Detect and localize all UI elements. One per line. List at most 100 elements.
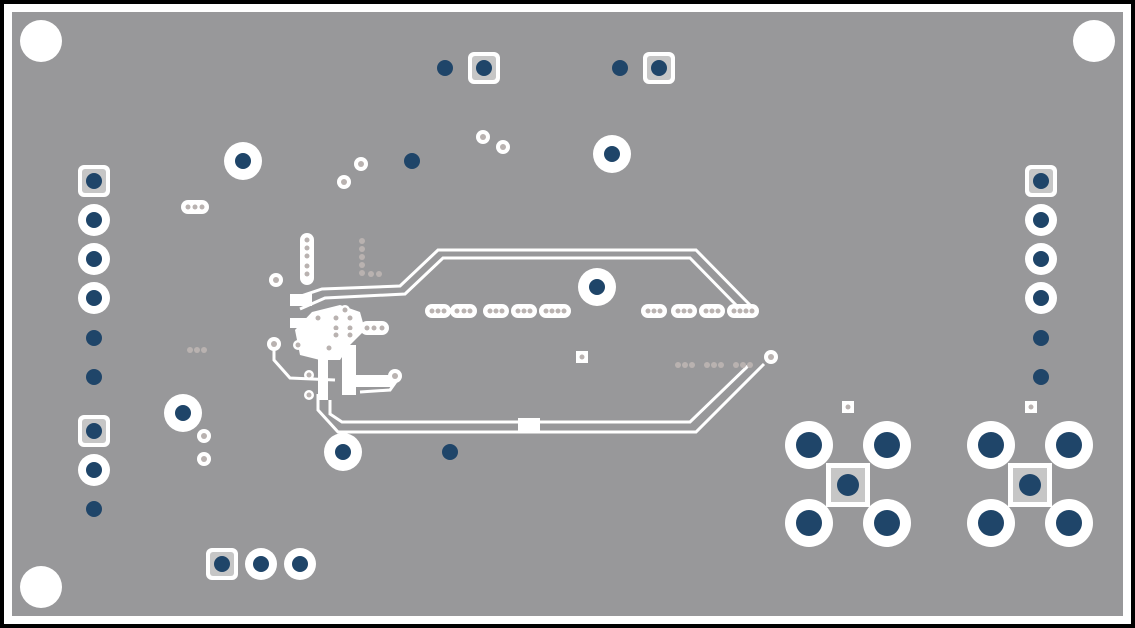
small-via	[359, 262, 365, 268]
header-pad-drill	[86, 212, 102, 228]
small-via	[467, 308, 473, 314]
square-pad-drill	[651, 60, 667, 76]
small-via	[521, 308, 527, 314]
small-via	[543, 308, 549, 314]
small-via	[704, 362, 710, 368]
via	[442, 444, 458, 460]
connector-ground-drill	[1056, 432, 1082, 458]
small-via	[376, 271, 382, 277]
small-via	[441, 308, 447, 314]
test-pad-drill	[845, 404, 851, 410]
small-via	[461, 308, 467, 314]
small-via	[718, 362, 724, 368]
small-via	[347, 325, 353, 331]
through-hole-drill	[235, 153, 251, 169]
trace-bottom-inner	[328, 362, 752, 424]
through-hole-drill	[335, 444, 351, 460]
small-via	[187, 347, 193, 353]
header-pad-drill	[1033, 212, 1049, 228]
small-via	[342, 307, 348, 313]
mounting-hole	[20, 20, 62, 62]
header-pad-drill	[86, 251, 102, 267]
via	[437, 60, 453, 76]
small-via	[527, 308, 533, 314]
small-via	[682, 362, 688, 368]
small-via	[347, 315, 353, 321]
connector-center-drill	[1019, 474, 1041, 496]
small-via	[515, 308, 521, 314]
small-via	[768, 354, 774, 360]
via	[1033, 330, 1049, 346]
small-via	[561, 308, 567, 314]
via-row-clearance	[727, 304, 759, 318]
small-via	[747, 362, 753, 368]
small-via	[681, 308, 687, 314]
small-via	[733, 362, 739, 368]
small-via	[675, 362, 681, 368]
small-via	[555, 308, 561, 314]
small-via	[304, 263, 310, 269]
small-via	[201, 347, 207, 353]
small-via	[304, 271, 310, 277]
small-via	[675, 308, 681, 314]
test-pad-drill	[579, 354, 585, 360]
small-via	[493, 308, 499, 314]
mounting-hole	[1073, 20, 1115, 62]
small-via	[273, 277, 279, 283]
trace-bottom-outer	[316, 362, 766, 434]
small-via	[454, 308, 460, 314]
small-via	[740, 362, 746, 368]
small-via	[185, 204, 191, 210]
via	[86, 501, 102, 517]
small-via	[709, 308, 715, 314]
small-via	[689, 362, 695, 368]
small-via	[499, 308, 505, 314]
small-via	[304, 245, 310, 251]
small-via	[358, 161, 364, 167]
connector-ground-drill	[1056, 510, 1082, 536]
small-via	[657, 308, 663, 314]
small-via	[192, 204, 198, 210]
small-via	[333, 332, 339, 338]
small-via	[201, 456, 207, 462]
via-row-clearance	[539, 304, 571, 318]
header-pad-drill	[1033, 251, 1049, 267]
small-via	[347, 332, 353, 338]
header-pad-drill	[253, 556, 269, 572]
small-via	[711, 362, 717, 368]
small-via	[359, 270, 365, 276]
small-via	[379, 325, 385, 331]
small-via	[651, 308, 657, 314]
small-via	[271, 341, 277, 347]
small-via	[368, 271, 374, 277]
small-via	[306, 372, 312, 378]
small-via	[480, 134, 486, 140]
small-via	[315, 315, 321, 321]
via	[404, 153, 420, 169]
small-via	[429, 308, 435, 314]
small-via	[304, 253, 310, 259]
small-via	[326, 345, 332, 351]
small-via	[199, 204, 205, 210]
trace-top-outer	[291, 248, 754, 309]
through-hole-drill	[604, 146, 620, 162]
small-via	[306, 392, 312, 398]
small-via	[295, 342, 301, 348]
via	[86, 369, 102, 385]
small-via	[715, 308, 721, 314]
small-via	[194, 347, 200, 353]
connector-ground-drill	[796, 432, 822, 458]
small-via	[359, 254, 365, 260]
square-pad-drill	[476, 60, 492, 76]
small-via	[645, 308, 651, 314]
small-via	[341, 179, 347, 185]
small-via	[371, 325, 377, 331]
via	[1033, 369, 1049, 385]
small-via	[304, 237, 310, 243]
small-via	[435, 308, 441, 314]
traces	[272, 248, 766, 434]
square-pad-drill	[1033, 173, 1049, 189]
small-via	[392, 373, 398, 379]
small-via	[743, 308, 749, 314]
small-via	[737, 308, 743, 314]
